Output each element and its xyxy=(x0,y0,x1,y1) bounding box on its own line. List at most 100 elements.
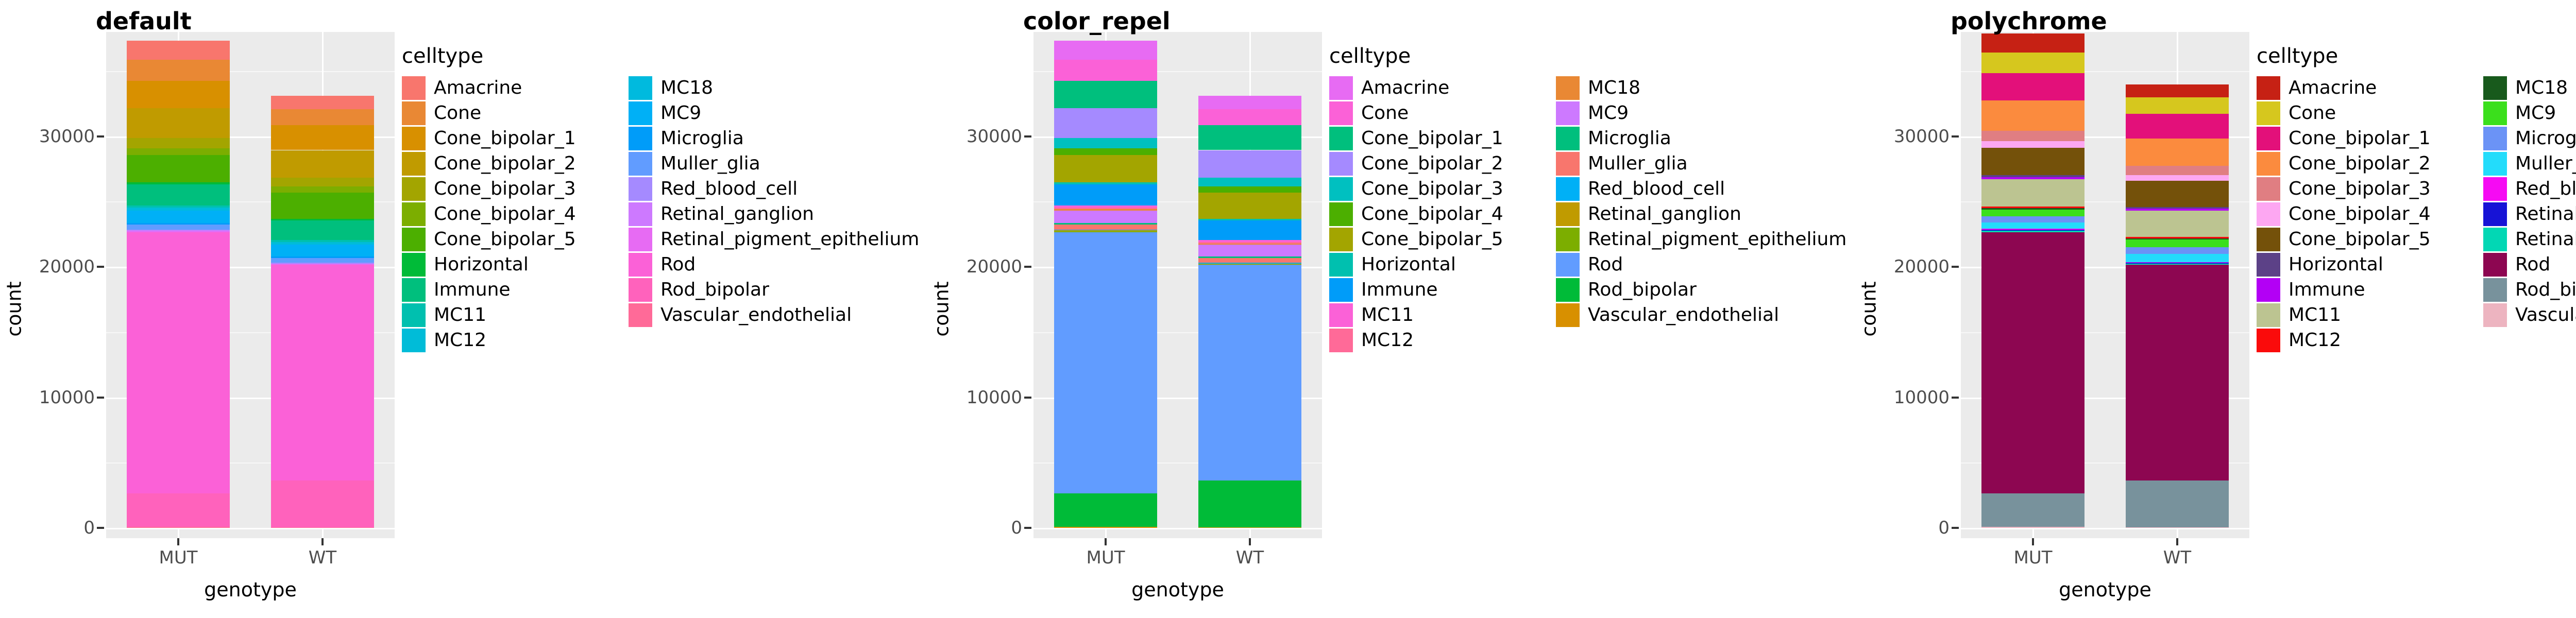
bar-segment[interactable] xyxy=(1054,80,1157,108)
bar-segment[interactable] xyxy=(1981,33,2084,53)
legend-item-Horizontal[interactable]: Horizontal xyxy=(1329,252,1556,277)
bar-segment[interactable] xyxy=(271,109,374,126)
bar-segment[interactable] xyxy=(2126,113,2229,139)
bar-segment[interactable] xyxy=(1981,493,2084,527)
bar-segment[interactable] xyxy=(1054,59,1157,81)
bar-segment[interactable] xyxy=(1981,527,2084,528)
legend-item-Muller_glia[interactable]: Muller_glia xyxy=(2483,151,2576,176)
bar-segment[interactable] xyxy=(1198,150,1301,178)
bar-segment[interactable] xyxy=(2126,480,2229,527)
bar-segment[interactable] xyxy=(1054,148,1157,155)
bar-segment[interactable] xyxy=(271,177,374,187)
legend-item-Rod_bipolar[interactable]: Rod_bipolar xyxy=(629,277,919,302)
bar-segment[interactable] xyxy=(1981,130,2084,141)
legend-item-Immune[interactable]: Immune xyxy=(2257,277,2483,302)
legend-item-Cone_bipolar_1[interactable]: Cone_bipolar_1 xyxy=(1329,126,1556,151)
legend-item-Cone[interactable]: Cone xyxy=(402,100,629,126)
bar-segment[interactable] xyxy=(1054,229,1157,231)
bar-segment[interactable] xyxy=(271,239,374,242)
bar-segment[interactable] xyxy=(1198,242,1301,244)
bar-segment[interactable] xyxy=(2126,166,2229,175)
bar-segment[interactable] xyxy=(1054,205,1157,208)
legend-item-Microglia[interactable]: Microglia xyxy=(2483,126,2576,151)
bar-segment[interactable] xyxy=(271,264,374,265)
bar-segment[interactable] xyxy=(1981,209,2084,216)
bar-segment[interactable] xyxy=(1054,493,1157,527)
bar-segment[interactable] xyxy=(271,186,374,193)
bar-segment[interactable] xyxy=(127,80,230,108)
legend-item-Rod[interactable]: Rod xyxy=(1556,252,1846,277)
legend-item-MC12[interactable]: MC12 xyxy=(1329,328,1556,353)
bar-segment[interactable] xyxy=(127,527,230,528)
legend-item-Cone_bipolar_4[interactable]: Cone_bipolar_4 xyxy=(2257,201,2483,227)
stacked-bar-MUT[interactable] xyxy=(1981,33,2084,528)
bar-segment[interactable] xyxy=(1198,192,1301,219)
bar-segment[interactable] xyxy=(1981,207,2084,209)
legend-item-MC11[interactable]: MC11 xyxy=(2257,302,2483,328)
bar-segment[interactable] xyxy=(271,256,374,258)
bar-segment[interactable] xyxy=(2126,209,2229,211)
bar-segment[interactable] xyxy=(1981,208,2084,210)
legend-item-Cone_bipolar_3[interactable]: Cone_bipolar_3 xyxy=(2257,176,2483,201)
legend-item-MC9[interactable]: MC9 xyxy=(629,100,919,126)
stacked-bar-MUT[interactable] xyxy=(127,41,230,528)
legend-item-Microglia[interactable]: Microglia xyxy=(1556,126,1846,151)
bar-segment[interactable] xyxy=(2126,527,2229,528)
legend-item-Red_blood_cell[interactable]: Red_blood_cell xyxy=(2483,176,2576,201)
legend-item-MC11[interactable]: MC11 xyxy=(402,302,629,328)
bar-segment[interactable] xyxy=(1054,222,1157,225)
bar-segment[interactable] xyxy=(271,192,374,219)
bar-segment[interactable] xyxy=(1198,258,1301,263)
stacked-bar-WT[interactable] xyxy=(2126,84,2229,528)
bar-segment[interactable] xyxy=(271,218,374,220)
bar-segment[interactable] xyxy=(1054,210,1157,223)
legend-item-Muller_glia[interactable]: Muller_glia xyxy=(1556,151,1846,176)
legend-item-Red_blood_cell[interactable]: Red_blood_cell xyxy=(1556,176,1846,201)
legend-item-Immune[interactable]: Immune xyxy=(402,277,629,302)
bar-segment[interactable] xyxy=(2126,247,2229,254)
bar-segment[interactable] xyxy=(1981,52,2084,74)
bar-segment[interactable] xyxy=(271,243,374,245)
legend-item-Cone_bipolar_4[interactable]: Cone_bipolar_4 xyxy=(1329,201,1556,227)
bar-segment[interactable] xyxy=(127,148,230,155)
bar-segment[interactable] xyxy=(1054,184,1157,205)
bar-segment[interactable] xyxy=(1198,265,1301,480)
legend-item-Retinal_ganglion[interactable]: Retinal_ganglion xyxy=(2483,201,2576,227)
bar-segment[interactable] xyxy=(1198,527,1301,528)
bar-segment[interactable] xyxy=(127,208,230,210)
bar-segment[interactable] xyxy=(1981,232,2084,493)
legend-item-Retinal_ganglion[interactable]: Retinal_ganglion xyxy=(1556,201,1846,227)
bar-segment[interactable] xyxy=(2126,97,2229,114)
bar-segment[interactable] xyxy=(127,229,230,231)
legend-item-Cone_bipolar_5[interactable]: Cone_bipolar_5 xyxy=(2257,227,2483,252)
legend-item-Horizontal[interactable]: Horizontal xyxy=(402,252,629,277)
stacked-bar-WT[interactable] xyxy=(271,96,374,528)
bar-segment[interactable] xyxy=(1198,218,1301,220)
bar-segment[interactable] xyxy=(271,263,374,265)
bar-segment[interactable] xyxy=(127,222,230,225)
legend-item-Rod[interactable]: Rod xyxy=(2483,252,2576,277)
bar-segment[interactable] xyxy=(271,244,374,256)
legend-item-MC9[interactable]: MC9 xyxy=(2483,100,2576,126)
legend-item-Cone_bipolar_2[interactable]: Cone_bipolar_2 xyxy=(402,151,629,176)
bar-segment[interactable] xyxy=(1981,229,2084,230)
legend-item-MC11[interactable]: MC11 xyxy=(1329,302,1556,328)
legend-item-Retinal_ganglion[interactable]: Retinal_ganglion xyxy=(629,201,919,227)
bar-segment[interactable] xyxy=(127,108,230,139)
legend-item-Cone_bipolar_2[interactable]: Cone_bipolar_2 xyxy=(1329,151,1556,176)
legend-item-Vascular_endothelial[interactable]: Vascular_endothelial xyxy=(1556,302,1846,328)
bar-segment[interactable] xyxy=(2126,263,2229,264)
bar-segment[interactable] xyxy=(271,242,374,244)
bar-segment[interactable] xyxy=(127,41,230,60)
legend-item-Rod_bipolar[interactable]: Rod_bipolar xyxy=(1556,277,1846,302)
bar-segment[interactable] xyxy=(1198,109,1301,126)
bar-segment[interactable] xyxy=(1981,100,2084,131)
bar-segment[interactable] xyxy=(1198,220,1301,240)
bar-segment[interactable] xyxy=(271,150,374,178)
bar-segment[interactable] xyxy=(2126,262,2229,263)
legend-item-Rod_bipolar[interactable]: Rod_bipolar xyxy=(2483,277,2576,302)
legend-item-Retinal_pigment_epithelium[interactable]: Retinal_pigment_epithelium xyxy=(1556,227,1846,252)
bar-segment[interactable] xyxy=(127,59,230,81)
bar-segment[interactable] xyxy=(271,527,374,528)
bar-segment[interactable] xyxy=(1054,209,1157,211)
